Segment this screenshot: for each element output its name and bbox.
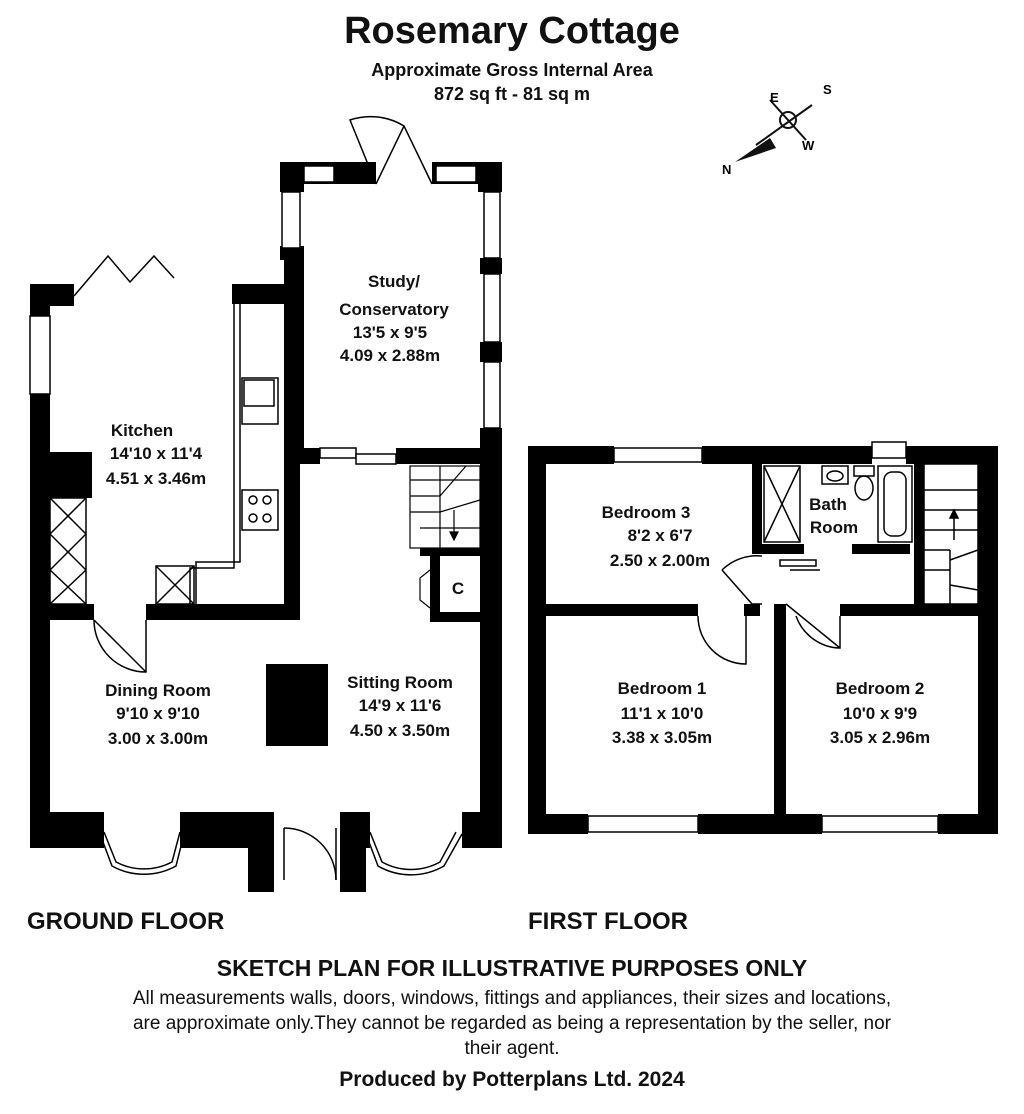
area-value: 872 sq ft - 81 sq m: [433, 84, 591, 104]
bedroom2-label: Bedroom 2: [836, 679, 925, 698]
conservatory-metric: 4.09 x 2.88m: [340, 346, 440, 365]
plan-title: Rosemary Cottage: [344, 10, 680, 52]
ground-floor-windows: [29, 165, 501, 465]
bedroom1-label: Bedroom 1: [618, 679, 707, 698]
ground-floor-doors: [73, 115, 463, 881]
bedroom2-metric: 3.05 x 2.96m: [830, 728, 930, 747]
compass-w: W: [802, 138, 815, 153]
conservatory-imperial: 13'5 x 9'5: [353, 323, 427, 342]
first-floor-label: FIRST FLOOR: [528, 908, 688, 935]
credit-line: Produced by Potterplans Ltd. 2024: [339, 1068, 685, 1091]
compass-n: N: [722, 162, 731, 177]
compass-icon: E S W N: [722, 82, 832, 177]
ground-floor-walls: [30, 162, 502, 892]
bath-icon: [877, 465, 913, 543]
bathroom-label-2: Room: [810, 518, 858, 537]
sink-icon: [241, 377, 279, 425]
ground-floor-label: GROUND FLOOR: [27, 908, 225, 935]
sitting-label: Sitting Room: [347, 673, 453, 692]
bedroom1-metric: 3.38 x 3.05m: [612, 728, 712, 747]
shower-icon: [763, 465, 801, 543]
ground-stairs: [409, 465, 481, 609]
dining-label: Dining Room: [105, 681, 211, 700]
dining-imperial: 9'10 x 9'10: [116, 704, 200, 723]
dining-metric: 3.00 x 3.00m: [108, 729, 208, 748]
hob-icon: [241, 489, 279, 531]
bathroom-label-1: Bath: [809, 495, 847, 514]
bedroom3-metric: 2.50 x 2.00m: [610, 551, 710, 570]
area-label: Approximate Gross Internal Area: [371, 60, 653, 80]
bedroom3-imperial: 8'2 x 6'7: [628, 526, 693, 545]
conservatory-label-2: Conservatory: [339, 300, 449, 319]
cupboard-label: C: [452, 579, 464, 598]
disclaimer-text: All measurements walls, doors, windows, …: [132, 988, 892, 1059]
kitchen-imperial: 14'10 x 11'4: [110, 444, 203, 463]
compass-e: E: [770, 90, 779, 105]
kitchen-label: Kitchen: [111, 421, 173, 440]
sitting-metric: 4.50 x 3.50m: [350, 721, 450, 740]
disclaimer-title: SKETCH PLAN FOR ILLUSTRATIVE PURPOSES ON…: [216, 955, 808, 981]
compass-s: S: [823, 82, 832, 97]
first-floor-fittings: [697, 463, 979, 665]
first-floor-windows: [587, 441, 939, 833]
bedroom3-label: Bedroom 3: [602, 503, 691, 522]
sitting-imperial: 14'9 x 11'6: [359, 696, 442, 715]
first-floor-walls: [528, 446, 998, 834]
kitchen-units: [49, 304, 279, 605]
bedroom2-imperial: 10'0 x 9'9: [843, 704, 917, 723]
bedroom1-imperial: 11'1 x 10'0: [621, 704, 704, 723]
kitchen-metric: 4.51 x 3.46m: [106, 469, 206, 488]
conservatory-label-1: Study/: [368, 272, 420, 291]
